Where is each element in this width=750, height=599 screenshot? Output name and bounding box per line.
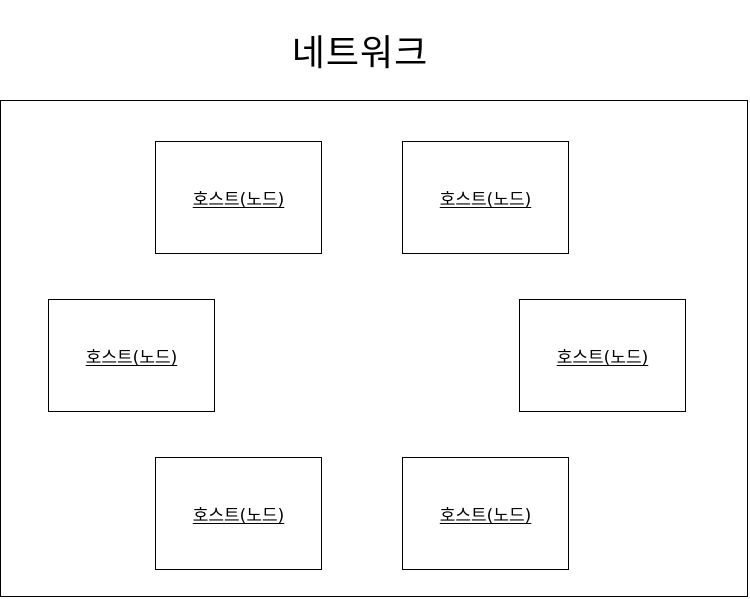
host-node-box: 호스트(노드) [155, 457, 322, 570]
host-node-box: 호스트(노드) [402, 141, 569, 254]
host-node-label: 호스트(노드) [439, 506, 532, 526]
host-node-box: 호스트(노드) [402, 457, 569, 570]
network-boundary [0, 100, 748, 597]
diagram-title: 네트워크 [291, 33, 429, 74]
host-node-label: 호스트(노드) [85, 348, 178, 368]
host-node-box: 호스트(노드) [519, 299, 686, 412]
host-node-label: 호스트(노드) [439, 190, 532, 210]
host-node-label: 호스트(노드) [192, 506, 285, 526]
host-node-label: 호스트(노드) [192, 190, 285, 210]
host-node-label: 호스트(노드) [556, 348, 649, 368]
host-node-box: 호스트(노드) [48, 299, 215, 412]
host-node-box: 호스트(노드) [155, 141, 322, 254]
